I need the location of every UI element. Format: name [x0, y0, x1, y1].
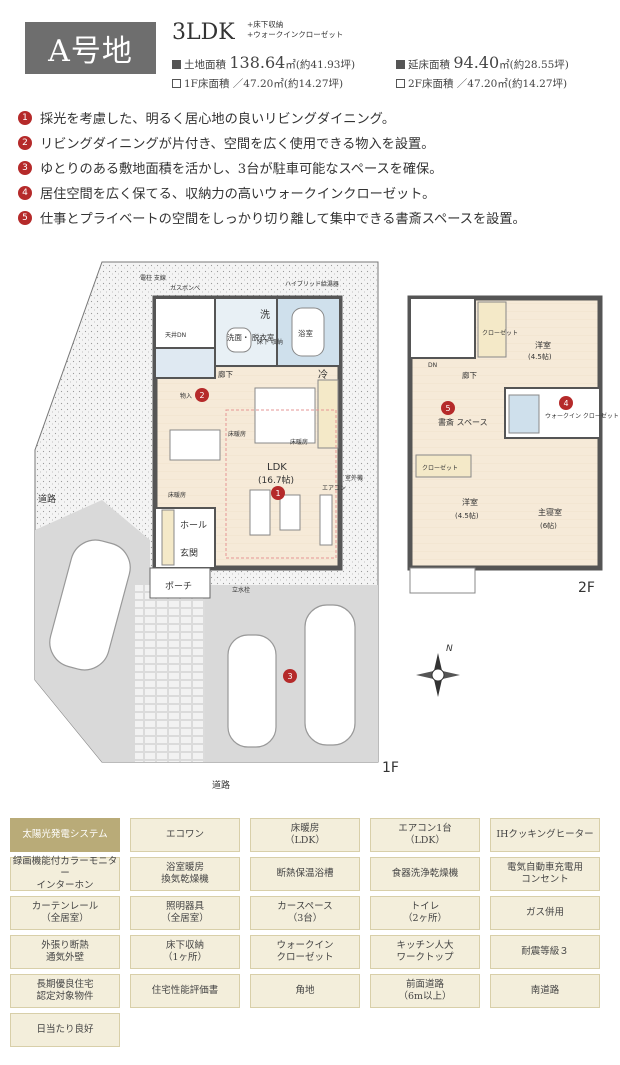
master-label: 主寝室: [538, 507, 562, 517]
car-icon: [304, 604, 356, 746]
hall-label: ホール: [180, 520, 207, 531]
floor-2f-label: 2F: [578, 580, 595, 596]
equipment-tile: ウォークイン クローゼット: [250, 935, 360, 969]
floor-heating-label: 床暖房: [228, 430, 246, 438]
svg-text:N: N: [446, 644, 453, 654]
tv-label: 天井DN: [165, 331, 186, 339]
model-extras: +床下収納 +ウォークインクローゼット: [247, 20, 344, 39]
equipment-tile: 照明器具 （全居室）: [130, 896, 240, 930]
western2-label: 洋室: [462, 497, 478, 507]
equipment-tile: IHクッキングヒーター: [490, 818, 600, 852]
western1-label: 洋室: [535, 340, 551, 350]
aircon-label: エアコン: [322, 485, 346, 492]
car-icons: [49, 539, 356, 748]
f2-area: 2F床面積 ／47.20㎡(約14.27坪): [396, 76, 567, 91]
labels-2f: クローゼット 洋室 (4.5帖) DN 廊下 ウォークイン クローゼット 書斎 …: [422, 329, 619, 596]
equipment-tile: カーテンレール （全居室）: [10, 896, 120, 930]
equipment-tile: 耐震等級３: [490, 935, 600, 969]
equipment-tile: 長期優良住宅 認定対象物件: [10, 974, 120, 1008]
equipment-tile: 床下収納 （1ヶ所）: [130, 935, 240, 969]
floor-heating-label-3: 床暖房: [168, 491, 186, 499]
svg-text:5: 5: [445, 404, 450, 413]
equipment-tile: 住宅性能評価書: [130, 974, 240, 1008]
equipment-tile: 太陽光発電システム: [10, 818, 120, 852]
equipment-tile: 南道路: [490, 974, 600, 1008]
bath-label: 浴室: [298, 328, 313, 338]
labels-1f: 電柱 支線 ガスボンベ ハイブリッド給湯器 洗 浴室 洗面・ 脱衣室 床下 収納…: [38, 274, 399, 791]
road-west-label: 道路: [38, 493, 56, 505]
wash-label: 洗: [260, 309, 270, 321]
dn-label: DN: [428, 362, 437, 369]
master-size: (6帖): [540, 521, 557, 530]
equipment-tile: 食器洗浄乾燥機: [370, 857, 480, 891]
floor-heating-label-2: 床暖房: [290, 438, 308, 446]
floor-1f-label: 1F: [382, 760, 399, 776]
markers-1f: 2 1 3: [195, 388, 297, 683]
fridge-label: 冷: [318, 368, 328, 381]
markers-2f: 5 4: [441, 396, 573, 415]
ldk-size: (16.7帖): [258, 474, 294, 486]
equipment-tile: 外張り断熱 通気外壁: [10, 935, 120, 969]
underfloor-label: 床下 収納: [257, 338, 283, 346]
equipment-tile: 床暖房 （LDK）: [250, 818, 360, 852]
faucet-label: 立水栓: [232, 586, 250, 594]
car-icon: [227, 634, 277, 748]
svg-text:4: 4: [563, 399, 568, 408]
svg-text:2: 2: [199, 391, 204, 400]
road-south-label: 道路: [212, 779, 230, 791]
equipment-tile: ガス併用: [490, 896, 600, 930]
svg-text:3: 3: [287, 672, 292, 681]
floor-plan: 電柱 支線 ガスボンベ ハイブリッド給湯器 洗 浴室 洗面・ 脱衣室 床下 収納…: [34, 261, 619, 791]
filled-square-icon: [396, 60, 405, 69]
laundry-label: 洗面・ 脱衣室: [227, 332, 275, 342]
lot-badge: A号地: [25, 22, 156, 74]
equipment-tile: トイレ （2ヶ所）: [370, 896, 480, 930]
meter-label: 電柱 支線: [140, 274, 166, 282]
entrance-label: 玄関: [180, 547, 198, 559]
porch-label: ポーチ: [165, 581, 192, 592]
equipment-tile: 日当たり良好: [10, 1013, 120, 1047]
equipment-tile: 録画機能付カラーモニター インターホン: [10, 856, 120, 891]
ac-unit-label: 室外機: [345, 474, 363, 482]
equipment-tile: 前面道路 （6m以上）: [370, 974, 480, 1008]
hall-2f-label: 廊下: [462, 370, 477, 380]
hybrid-label: ハイブリッド給湯器: [285, 280, 339, 288]
equipment-tile: 角地: [250, 974, 360, 1008]
western2-size: (4.5帖): [455, 511, 479, 520]
study-label: 書斎 スペース: [438, 417, 488, 427]
house-1f: [149, 295, 343, 599]
svg-text:1: 1: [275, 489, 280, 498]
house-2f: [407, 295, 603, 594]
western1-size: (4.5帖): [528, 352, 552, 361]
equipment-tile: エコワン: [130, 818, 240, 852]
equipment-tile: エアコン1台 （LDK）: [370, 818, 480, 852]
storage-label: 物入: [180, 392, 192, 400]
closet2-label: クローゼット: [422, 464, 458, 472]
equipment-tile: カースペース （3台）: [250, 896, 360, 930]
f1-area: 1F床面積 ／47.20㎡(約14.27坪): [172, 76, 343, 91]
walkin-label: ウォークイン クローゼット: [545, 412, 619, 420]
hall-1f-label: 廊下: [218, 369, 233, 379]
gas-label: ガスボンベ: [170, 284, 200, 292]
equipment-tile: キッチン人大 ワークトップ: [370, 935, 480, 969]
outline-square-icon: [396, 79, 405, 88]
land-area: 土地面積 138.64㎡(約41.93坪): [172, 53, 355, 72]
equipment-tile: 断熱保温浴槽: [250, 857, 360, 891]
model-title: 3LDK: [172, 20, 235, 45]
outline-square-icon: [172, 79, 181, 88]
car-icon: [49, 539, 131, 671]
compass-icon: N: [416, 644, 460, 697]
equipment-tile: 浴室暖房 換気乾燥機: [130, 857, 240, 891]
equipment-tile: 電気自動車充電用 コンセント: [490, 857, 600, 891]
ldk-label: LDK: [267, 462, 287, 473]
closet-label: クローゼット: [482, 329, 518, 337]
total-floor-area: 延床面積 94.40㎡(約28.55坪): [396, 53, 569, 72]
filled-square-icon: [172, 60, 181, 69]
